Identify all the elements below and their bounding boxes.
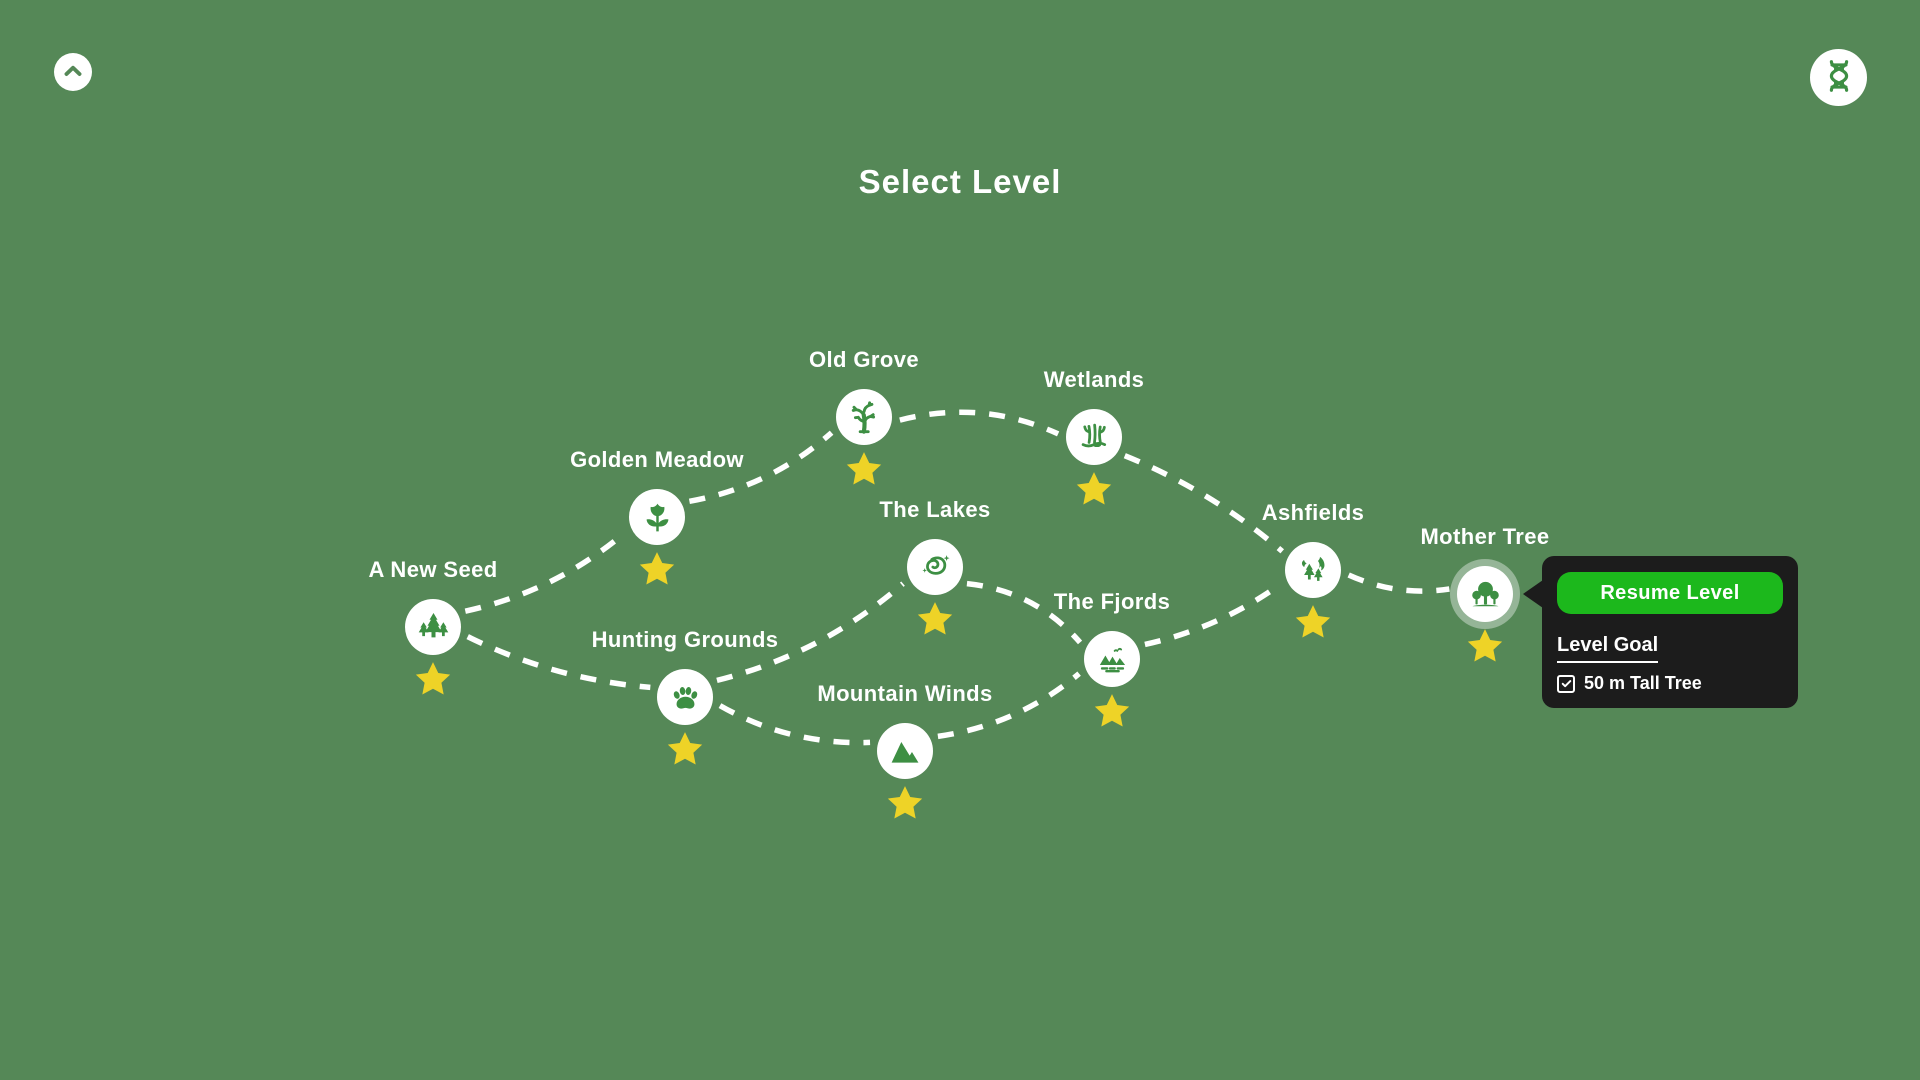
level-label-mother-tree: Mother Tree — [1420, 524, 1550, 549]
level-node-mountain-winds[interactable] — [877, 723, 933, 779]
fjord-icon — [1094, 641, 1131, 678]
level-node-golden-meadow[interactable] — [629, 489, 685, 545]
trail-a-new-seed-to-hunting-grounds — [466, 634, 651, 691]
mountain-icon — [887, 733, 924, 770]
trail-a-new-seed-to-golden-meadow — [464, 530, 627, 614]
trail-hunting-grounds-to-the-lakes — [716, 581, 905, 684]
flower-icon — [639, 499, 676, 536]
reeds-icon — [1076, 419, 1113, 456]
trail-ashfields-to-mother-tree — [1347, 572, 1450, 594]
resume-level-button[interactable]: Resume Level — [1557, 572, 1783, 614]
tooltip-arrow — [1523, 580, 1543, 608]
pine-trees-icon — [415, 609, 452, 646]
chevron-up-icon — [60, 58, 86, 87]
level-label-a-new-seed: A New Seed — [368, 557, 498, 582]
trail-old-grove-to-wetlands — [899, 409, 1060, 437]
burning-trees-icon — [1295, 552, 1332, 589]
level-label-wetlands: Wetlands — [1043, 367, 1145, 392]
level-goal-heading: Level Goal — [1557, 634, 1659, 663]
level-label-hunting-grounds: Hunting Grounds — [591, 627, 779, 652]
star-icon — [1073, 469, 1115, 511]
level-label-ashfields: Ashfields — [1261, 500, 1365, 525]
level-label-old-grove: Old Grove — [809, 347, 919, 372]
level-node-hunting-grounds[interactable] — [657, 669, 713, 725]
level-label-mountain-winds: Mountain Winds — [817, 681, 993, 706]
old-tree-icon — [846, 399, 883, 436]
star-icon — [914, 599, 956, 641]
star-icon — [884, 783, 926, 825]
trail-wetlands-to-ashfields — [1123, 453, 1285, 554]
level-label-the-lakes: The Lakes — [879, 497, 991, 522]
star-icon — [636, 549, 678, 591]
paw-icon — [667, 679, 704, 716]
star-icon — [1464, 626, 1506, 668]
star-icon — [664, 729, 706, 771]
checked-checkbox-icon — [1557, 674, 1575, 693]
star-icon — [1091, 691, 1133, 733]
back-button[interactable] — [54, 53, 92, 91]
level-node-the-lakes[interactable] — [907, 539, 963, 595]
lake-icon — [917, 549, 954, 586]
level-node-wetlands[interactable] — [1066, 409, 1122, 465]
page-title: Select Level — [858, 163, 1062, 200]
level-node-a-new-seed[interactable] — [405, 599, 461, 655]
level-goal-item: 50 m Tall Tree — [1557, 673, 1783, 694]
trail-the-fjords-to-ashfields — [1144, 582, 1282, 648]
trail-the-lakes-to-the-fjords — [966, 580, 1083, 645]
star-icon — [1292, 602, 1334, 644]
level-node-the-fjords[interactable] — [1084, 631, 1140, 687]
level-goal-text: 50 m Tall Tree — [1584, 673, 1702, 693]
trail-hunting-grounds-to-mountain-winds — [718, 703, 871, 746]
mother-tree-icon — [1467, 576, 1504, 613]
star-icon — [843, 449, 885, 491]
level-node-mother-tree[interactable] — [1457, 566, 1513, 622]
dna-icon — [1820, 57, 1858, 98]
dna-button[interactable] — [1810, 49, 1867, 106]
level-tooltip: Resume Level Level Goal 50 m Tall Tree — [1523, 556, 1798, 708]
level-label-the-fjords: The Fjords — [1053, 589, 1171, 614]
star-icon — [412, 659, 454, 701]
level-node-old-grove[interactable] — [836, 389, 892, 445]
level-label-golden-meadow: Golden Meadow — [570, 447, 744, 472]
level-node-ashfields[interactable] — [1285, 542, 1341, 598]
